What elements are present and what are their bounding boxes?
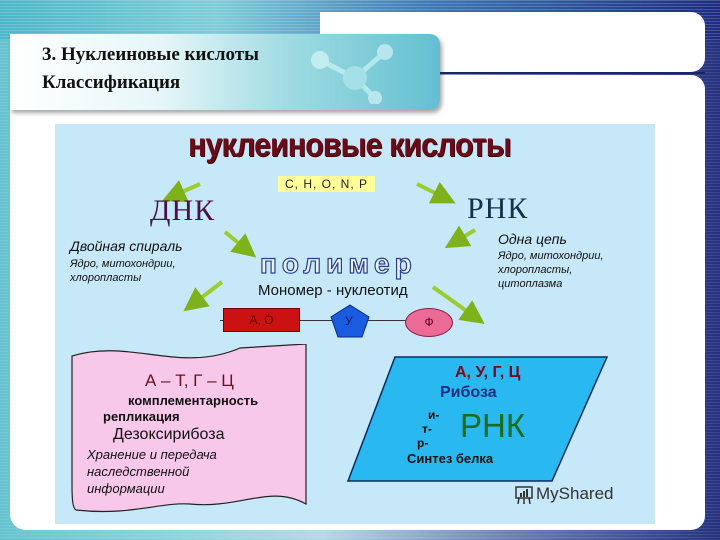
rna-sugar: Рибоза xyxy=(440,384,497,401)
monomer-label: Мономер - нуклеотид xyxy=(258,282,408,299)
rna-type-r: р- xyxy=(417,436,429,450)
phosphate-circle: Ф xyxy=(405,308,453,337)
arrow-to-dna-card xyxy=(183,280,224,312)
rna-type-t: т- xyxy=(422,422,432,436)
arrows-layer xyxy=(162,180,485,324)
dna-function-3: информации xyxy=(87,481,165,496)
nucleic-acids-diagram: нуклеиновые кислоты C, H, O, N, P ДНК Дв… xyxy=(55,124,655,524)
rna-type-i: и- xyxy=(428,408,440,422)
pentagon-shape xyxy=(330,304,370,338)
dna-card-shape xyxy=(71,344,307,513)
rna-bases: А, У, Г, Ц xyxy=(455,364,521,381)
arrow-to-rnk xyxy=(416,181,456,204)
presentation-board-icon xyxy=(515,485,533,504)
nucleotide-bond-line xyxy=(220,320,440,321)
slide-title: 3. Нуклеиновые кислоты xyxy=(42,44,259,65)
dnk-structure: Двойная спираль xyxy=(70,238,183,254)
elements-badge: C, H, O, N, P xyxy=(278,176,376,192)
arrow-to-dnk xyxy=(162,180,201,203)
arrow-to-rna-card xyxy=(431,285,485,324)
slide-subtitle: Классификация xyxy=(42,72,181,93)
dna-replication: репликация xyxy=(103,409,180,424)
rnk-location-2: хлоропласты, xyxy=(498,264,573,276)
diagram-title: нуклеиновые кислоты xyxy=(188,126,512,163)
header-divider xyxy=(440,72,705,74)
rnk-heading: РНК xyxy=(467,192,529,225)
dnk-location-2: хлоропласты xyxy=(70,272,142,284)
rnk-location-1: Ядро, митохондрии, xyxy=(498,250,604,262)
dnk-location-1: Ядро, митохондрии, xyxy=(70,258,176,270)
slide-title-box: 3. Нуклеиновые кислоты Классификация xyxy=(10,34,440,110)
sugar-label: У xyxy=(345,314,353,328)
nitrogen-base-rect: А, Ó xyxy=(223,308,300,332)
rna-function: Синтез белка xyxy=(407,451,494,466)
molecule-icon xyxy=(311,44,393,104)
arrow-dnk-to-polymer xyxy=(223,230,257,258)
arrow-rnk-to-polymer xyxy=(444,225,477,249)
watermark[interactable]: MyShared xyxy=(515,484,613,505)
rnk-location-3: цитоплазма xyxy=(498,278,563,290)
rna-card-shape xyxy=(346,356,609,482)
rnk-structure: Одна цепь xyxy=(498,231,567,247)
dna-complementarity: комплементарность xyxy=(128,393,259,408)
rna-label: РНК xyxy=(460,407,526,444)
dnk-heading: ДНК xyxy=(150,194,216,227)
dna-function-1: Хранение и передача xyxy=(87,447,217,462)
dna-sugar: Дезоксирибоза xyxy=(113,426,225,443)
watermark-text: MyShared xyxy=(536,484,614,503)
polymer-label: полимер xyxy=(259,247,417,279)
dna-base-pairs: А – Т, Г – Ц xyxy=(145,371,234,390)
sugar-pentagon: У xyxy=(330,304,370,338)
dna-function-2: наследственной xyxy=(87,464,190,479)
